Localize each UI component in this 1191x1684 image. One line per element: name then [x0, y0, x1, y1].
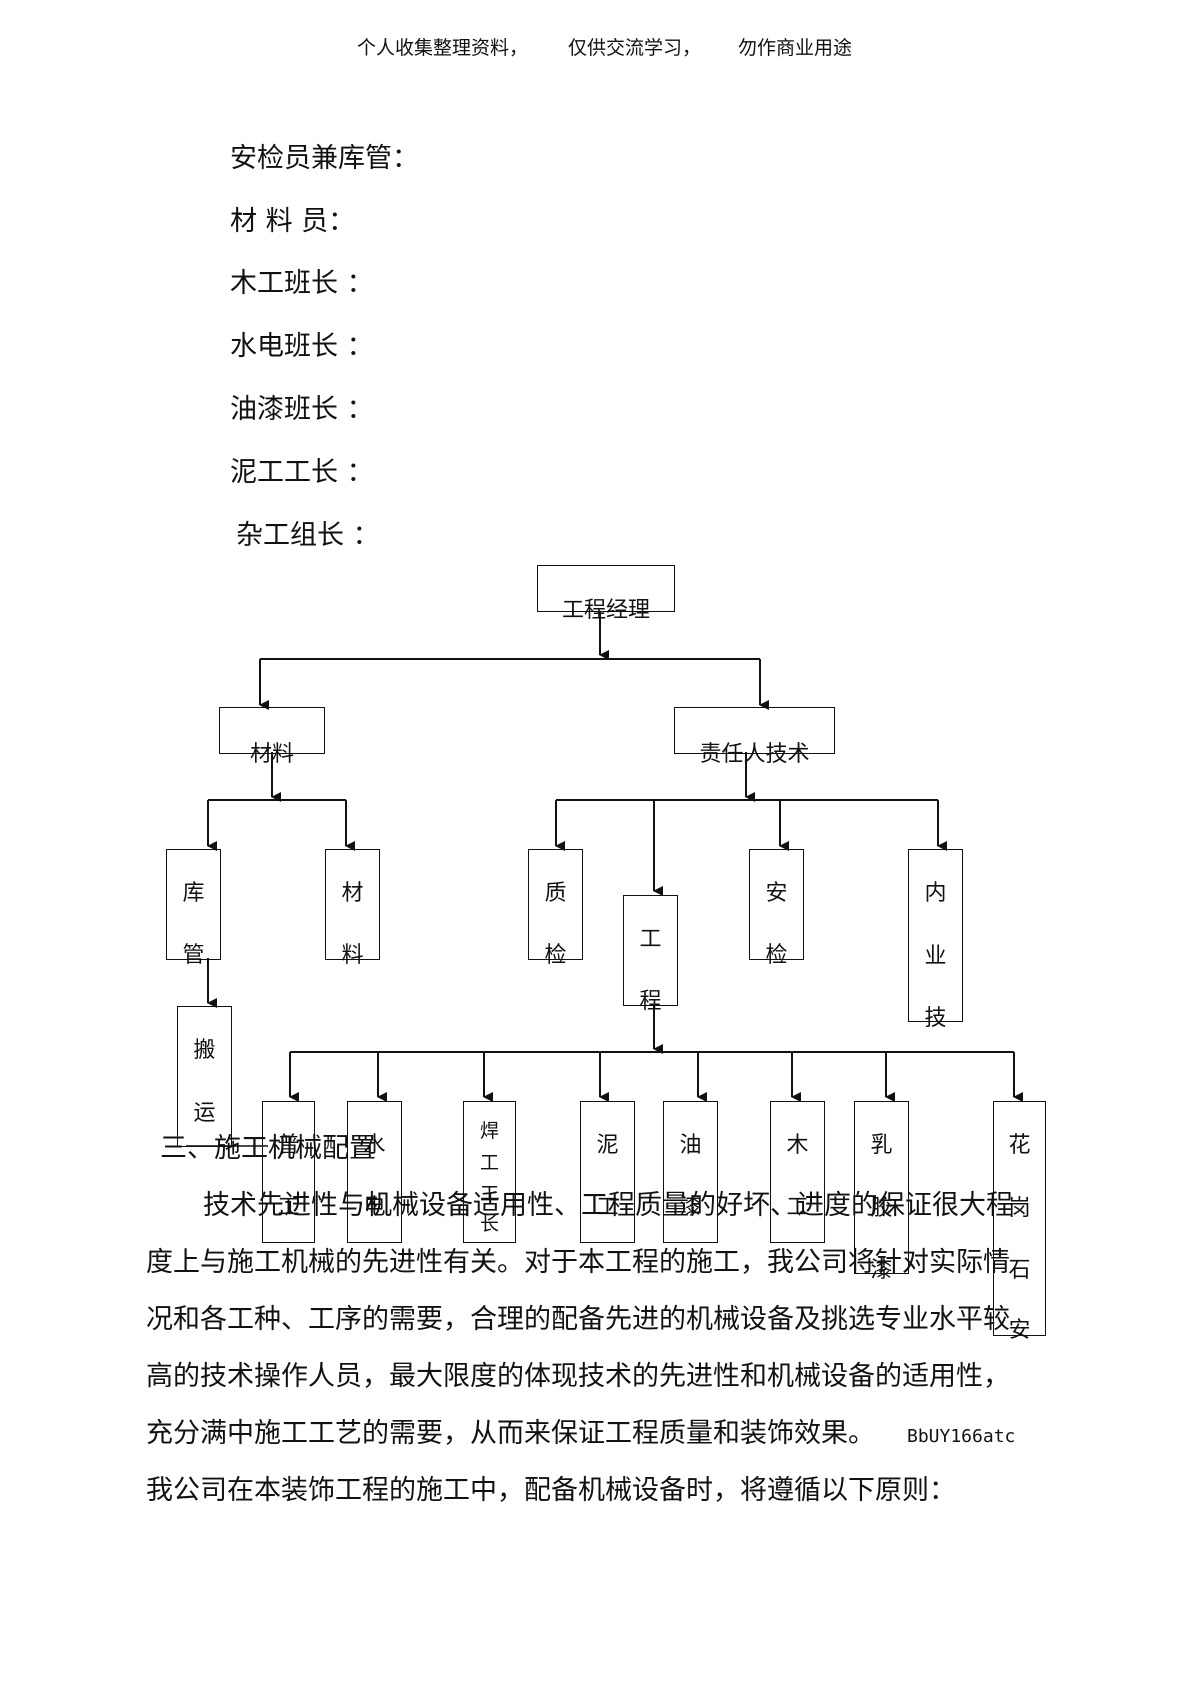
- org-node-trade-general-labor: 普 工: [262, 1101, 315, 1243]
- roster-line: 杂工组长 ：: [236, 520, 380, 551]
- paragraph-line: 况和各工种、工序的需要，合理的配备先进的机械设备及挑选专业水平较: [146, 1304, 1010, 1335]
- org-node-label: 岗: [1008, 1196, 1031, 1221]
- org-node-label: 漆: [870, 1258, 893, 1283]
- roster-line: 安检员兼库管：: [230, 143, 419, 174]
- org-node-label: 工: [596, 1195, 619, 1220]
- paragraph-line: 充分满中施工工艺的需要，从而来保证工程质量和装饰效果。: [146, 1418, 875, 1449]
- org-node-label: 工: [639, 927, 662, 952]
- org-node-label: 程: [639, 989, 662, 1014]
- org-node-label: 库: [182, 881, 205, 906]
- org-node-label: 油: [679, 1133, 702, 1158]
- org-node-label: 石: [1008, 1258, 1031, 1283]
- paragraph-line: 高的技术操作人员，最大限度的体现技术的先进性和机械设备的适用性，: [146, 1361, 1010, 1392]
- org-node-engineering: 工 程: [623, 895, 678, 1014]
- org-node-trade-latex-paint: 乳 胶 漆: [854, 1101, 909, 1283]
- org-node-label: 安: [765, 881, 788, 906]
- org-node-label: 材: [341, 881, 364, 906]
- org-node-label: 漆: [679, 1195, 702, 1220]
- org-node-label: 内: [924, 881, 947, 906]
- org-node-label: 工程经理: [561, 598, 650, 623]
- org-node-project-manager: 工程经理: [537, 565, 675, 623]
- org-node-materials: 材料: [219, 707, 325, 767]
- org-node-trade-granite: 花 岗 石 安: [993, 1101, 1046, 1343]
- roster-line: 泥工工长 ：: [230, 457, 374, 488]
- org-node-label: 安: [1008, 1318, 1031, 1343]
- org-node-label: 花: [1008, 1133, 1031, 1158]
- org-node-trade-welding: 焊 工 工 长: [463, 1101, 516, 1243]
- org-node-label: 工: [479, 1183, 499, 1205]
- org-node-label: 料: [341, 943, 364, 968]
- org-node-label: 搬: [193, 1038, 216, 1063]
- roster-line: 油漆班长 ：: [230, 394, 374, 425]
- org-node-transport: 搬 运: [177, 1006, 232, 1147]
- org-node-label: 技: [924, 1006, 947, 1031]
- org-node-label: 木: [786, 1133, 809, 1158]
- org-node-label: 检: [544, 943, 567, 968]
- paragraph-line: 我公司在本装饰工程的施工中，配备机械设备时，将遵循以下原则：: [146, 1475, 956, 1506]
- org-node-label: 胶: [870, 1196, 893, 1221]
- org-node-trade-carpentry: 木 工: [770, 1101, 825, 1243]
- org-node-label: 焊: [479, 1120, 499, 1142]
- org-node-label: 水: [363, 1133, 386, 1158]
- org-node-storage: 库 管: [166, 849, 221, 968]
- header-text-1: 个人收集整理资料，: [357, 37, 529, 59]
- org-node-trade-painting: 油 漆: [663, 1101, 718, 1243]
- org-node-label: 质: [544, 881, 567, 906]
- paragraph-line: 度上与施工机械的先进性有关。对于本工程的施工，我公司将针对实际情: [146, 1247, 1010, 1278]
- org-node-label: 乳: [870, 1133, 893, 1158]
- org-node-trade-masonry: 泥 工: [580, 1101, 635, 1243]
- roster-line: 木工班长 ：: [230, 268, 374, 299]
- document-code: BbUY166atc: [907, 1426, 1016, 1447]
- org-node-label: 材料: [249, 742, 294, 767]
- org-node-label: 管: [182, 943, 205, 968]
- roster-line: 材 料 员：: [230, 206, 356, 237]
- org-node-label: 工: [479, 1152, 499, 1174]
- section-heading: 三、施工机械配置: [160, 1133, 376, 1164]
- org-node-quality-inspection: 质 检: [528, 849, 583, 968]
- org-node-material-clerk: 材 料: [325, 849, 380, 968]
- org-node-trade-plumbing-electrical: 水 电: [347, 1101, 402, 1243]
- org-node-label: 检: [765, 943, 788, 968]
- org-node-safety-inspection: 安 检: [749, 849, 804, 968]
- paragraph-line: 技术先进性与机械设备适用性、工程质量的好坏、进度的保证很大程: [203, 1190, 1013, 1221]
- org-node-label: 业: [924, 944, 947, 969]
- org-node-label: 工: [786, 1195, 809, 1220]
- roster-line: 水电班长 ：: [230, 331, 374, 362]
- org-node-office-tech: 内 业 技: [908, 849, 963, 1031]
- org-node-label: 泥: [596, 1133, 619, 1158]
- org-node-label: 运: [193, 1101, 216, 1126]
- org-node-label: 长: [479, 1213, 499, 1235]
- org-node-label: 责任人技术: [699, 742, 810, 767]
- header-text-3: 勿作商业用途: [738, 37, 853, 59]
- header-text-2: 仅供交流学习，: [568, 37, 702, 59]
- org-node-tech-lead: 责任人技术: [674, 707, 835, 767]
- org-node-label: 普: [277, 1133, 300, 1158]
- org-node-label: 电: [363, 1195, 386, 1220]
- org-node-label: 工: [277, 1195, 300, 1220]
